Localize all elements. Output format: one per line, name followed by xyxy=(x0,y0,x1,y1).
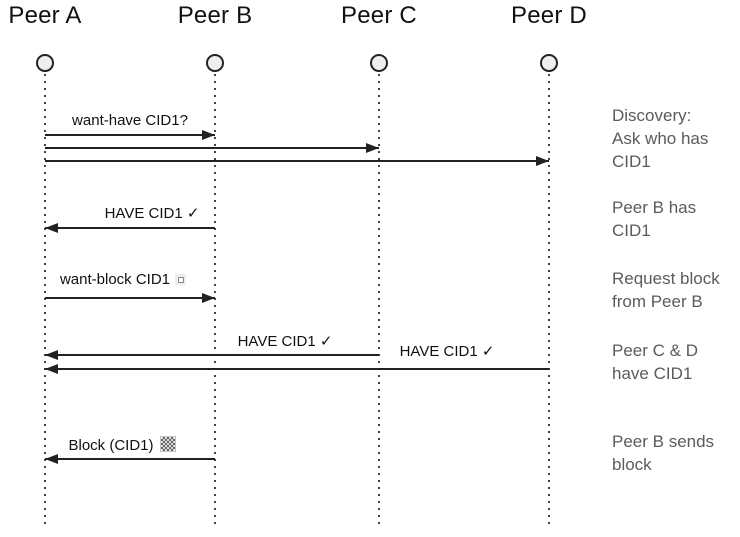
lifeline-peer-c xyxy=(378,74,380,528)
message-label-have-c: HAVE CID1 ✓ xyxy=(237,333,333,350)
annotation-peer-b-sends: Peer B sends block xyxy=(612,432,715,474)
annotation-request-block: Request block from Peer B xyxy=(612,269,720,311)
message-label-want-have: want-have CID1? xyxy=(72,112,188,129)
message-label-want-block: want-block CID1 xyxy=(38,271,208,289)
lifeline-peer-d xyxy=(548,74,550,528)
message-arrow-b-to-a-block xyxy=(45,454,215,464)
message-label-have-d: HAVE CID1 ✓ xyxy=(399,343,495,360)
message-arrow-b-to-a-have xyxy=(45,223,215,233)
peer-circle-b xyxy=(206,54,224,72)
lifeline-peer-a xyxy=(44,74,46,528)
message-arrow-a-to-d-want-have xyxy=(45,156,549,166)
message-arrow-a-to-b-want-have xyxy=(45,130,215,140)
peer-title-a: Peer A xyxy=(8,2,82,29)
message-label-block: Block (CID1) xyxy=(37,436,207,455)
peer-title-d: Peer D xyxy=(511,2,587,29)
peer-circle-d xyxy=(540,54,558,72)
annotation-peer-c-d-have: Peer C & D have CID1 xyxy=(612,341,698,383)
annotation-discovery: Discovery: Ask who has CID1 xyxy=(612,106,709,171)
peer-title-c: Peer C xyxy=(341,2,417,29)
lifeline-peer-b xyxy=(214,74,216,528)
block-data-icon xyxy=(159,436,176,452)
empty-block-icon xyxy=(175,274,187,285)
message-arrow-c-to-a-have xyxy=(45,350,379,360)
message-arrow-a-to-c-want-have xyxy=(45,143,379,153)
peer-circle-c xyxy=(370,54,388,72)
message-arrow-d-to-a-have xyxy=(45,364,549,374)
annotation-peer-b-has: Peer B has CID1 xyxy=(612,198,697,240)
peer-circle-a xyxy=(36,54,54,72)
message-arrow-a-to-b-want-block xyxy=(45,293,215,303)
peer-title-b: Peer B xyxy=(177,2,253,29)
message-label-have-b: HAVE CID1 ✓ xyxy=(104,205,200,222)
